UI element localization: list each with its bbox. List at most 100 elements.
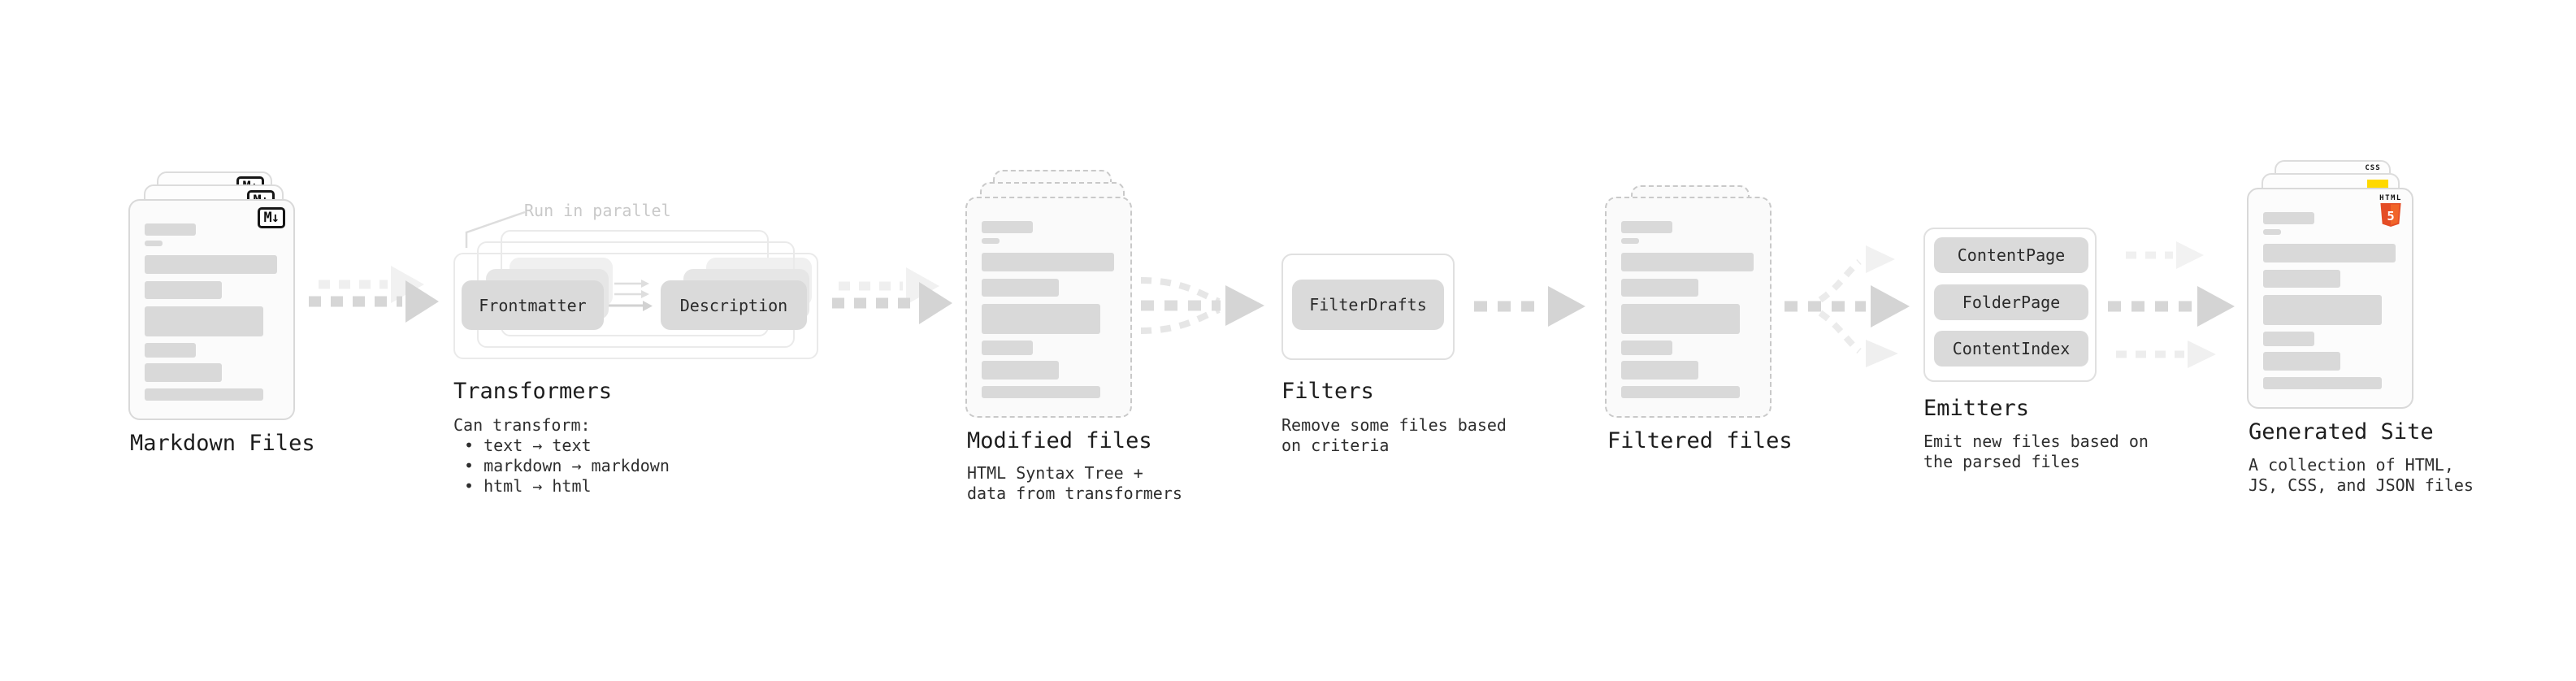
skeleton-line: [982, 253, 1114, 271]
stage-label-filtered-files: Filtered files: [1607, 428, 1793, 453]
stage-label-transformers: Transformers: [453, 379, 613, 404]
skeleton-line: [2263, 212, 2314, 224]
merge-curve-top: [1140, 277, 1221, 305]
markdown-doc-front: M↓: [128, 199, 295, 420]
stage-label-emitters: Emitters: [1923, 396, 2030, 421]
filter-pill-filterdrafts: FilterDrafts: [1292, 280, 1444, 330]
transform-bullet: text → text: [464, 436, 670, 456]
arrow-head: [405, 280, 439, 323]
transformer-pill-frontmatter: Frontmatter: [462, 280, 604, 330]
skeleton-line: [982, 279, 1059, 297]
skeleton-line: [982, 361, 1059, 380]
transformer-layer-front: [453, 253, 818, 359]
transform-bullet: markdown → markdown: [464, 456, 670, 476]
transformers-note-title: Can transform:: [453, 415, 591, 435]
document-placeholder-lines: [1621, 221, 1754, 398]
skeleton-line: [1621, 340, 1672, 355]
arrow-bottom-head: [2188, 340, 2216, 368]
fanout-curve-top: [1818, 259, 1862, 303]
html5-icon-word: HTML: [2379, 194, 2402, 202]
skeleton-line: [145, 343, 196, 358]
skeleton-line: [2263, 352, 2340, 371]
filtered-doc-front: [1605, 197, 1772, 418]
skeleton-line: [1621, 304, 1740, 334]
markdown-icon: M↓: [257, 207, 285, 228]
skeleton-line: [982, 340, 1033, 355]
html5-shield-right: [2391, 204, 2400, 225]
skeleton-line: [1621, 386, 1740, 398]
stage-label-filters: Filters: [1281, 379, 1374, 404]
description-line: JS, CSS, and JSON files: [2249, 475, 2474, 495]
emitter-pill-folderpage: FolderPage: [1934, 284, 2088, 320]
inner-arrow-head: [641, 280, 649, 288]
arrow-top-head: [2176, 241, 2204, 269]
skeleton-line: [2263, 229, 2281, 235]
description-line: data from transformers: [967, 484, 1182, 503]
transformers-note: Can transform: text → text markdown → ma…: [453, 415, 670, 497]
arrow-head: [1871, 285, 1910, 327]
skeleton-line: [982, 386, 1100, 398]
arrow-merge-modified-to-filters: [1140, 277, 1264, 334]
skeleton-line: [1621, 238, 1639, 244]
arrow-filters-to-filtered: [1474, 286, 1585, 327]
filters-description: Remove some files based on criteria: [1281, 415, 1507, 456]
document-placeholder-lines: [145, 223, 277, 401]
description-line: the parsed files: [1923, 452, 2080, 471]
description-line: HTML Syntax Tree +: [967, 463, 1143, 483]
skeleton-line: [982, 304, 1100, 334]
fanout-head-top: [1866, 245, 1895, 273]
html5-icon: HTML 5: [2379, 194, 2402, 227]
skeleton-line: [1621, 221, 1672, 233]
arrow-fanout-filtered-to-emitters: [1785, 245, 1910, 367]
skeleton-line: [982, 238, 1000, 244]
transform-bullet: html → html: [464, 476, 670, 497]
emitter-pill-contentindex: ContentIndex: [1934, 331, 2088, 367]
description-line: Remove some files based: [1281, 415, 1507, 435]
skeleton-line: [982, 221, 1033, 233]
fanout-curve-bottom: [1818, 310, 1862, 354]
skeleton-line: [2263, 332, 2314, 346]
inner-arrow-head: [643, 301, 653, 311]
run-in-parallel-callout: Run in parallel: [524, 201, 671, 220]
description-line: Emit new files based on: [1923, 432, 2149, 451]
skeleton-line: [145, 255, 277, 274]
fanout-head-bottom: [1866, 340, 1898, 367]
emitter-pill-contentpage: ContentPage: [1934, 237, 2088, 273]
html5-number: 5: [2387, 209, 2394, 223]
transformer-pill-description: Description: [661, 280, 807, 330]
arrows-emitters-to-generated: [2108, 241, 2235, 368]
description-line: on criteria: [1281, 436, 1390, 455]
stage-label-generated-site: Generated Site: [2249, 419, 2434, 445]
skeleton-line: [145, 223, 196, 236]
arrow-transformers-to-modified: [832, 267, 952, 324]
css-icon-word: CSS: [2365, 164, 2381, 172]
document-placeholder-lines: [982, 221, 1114, 398]
document-placeholder-lines: [2263, 212, 2396, 389]
modified-doc-front: [965, 197, 1132, 418]
skeleton-line: [145, 363, 222, 382]
skeleton-line: [2263, 377, 2382, 389]
arrow-markdown-to-transformers: [309, 266, 439, 323]
stage-label-markdown-files: Markdown Files: [130, 431, 315, 456]
modified-files-description: HTML Syntax Tree + data from transformer…: [967, 463, 1182, 504]
arrow-head: [1225, 285, 1264, 326]
js-icon: [2367, 180, 2388, 189]
generated-doc-front: HTML 5: [2247, 188, 2413, 409]
skeleton-line: [145, 281, 222, 299]
callout-connector-line: [465, 210, 526, 248]
skeleton-line: [2263, 270, 2340, 288]
emitters-description: Emit new files based on the parsed files: [1923, 432, 2149, 472]
skeleton-line: [145, 306, 263, 336]
generated-site-description: A collection of HTML, JS, CSS, and JSON …: [2249, 455, 2474, 496]
skeleton-line: [1621, 361, 1698, 380]
skeleton-line: [145, 388, 263, 401]
parallel-callout-line: [465, 210, 526, 248]
merge-curve-bottom: [1140, 306, 1221, 334]
arrow-head: [1548, 286, 1585, 327]
inner-arrow-head: [641, 290, 649, 298]
arrow-head: [919, 282, 952, 324]
skeleton-line: [145, 241, 163, 246]
description-line: A collection of HTML,: [2249, 455, 2454, 475]
